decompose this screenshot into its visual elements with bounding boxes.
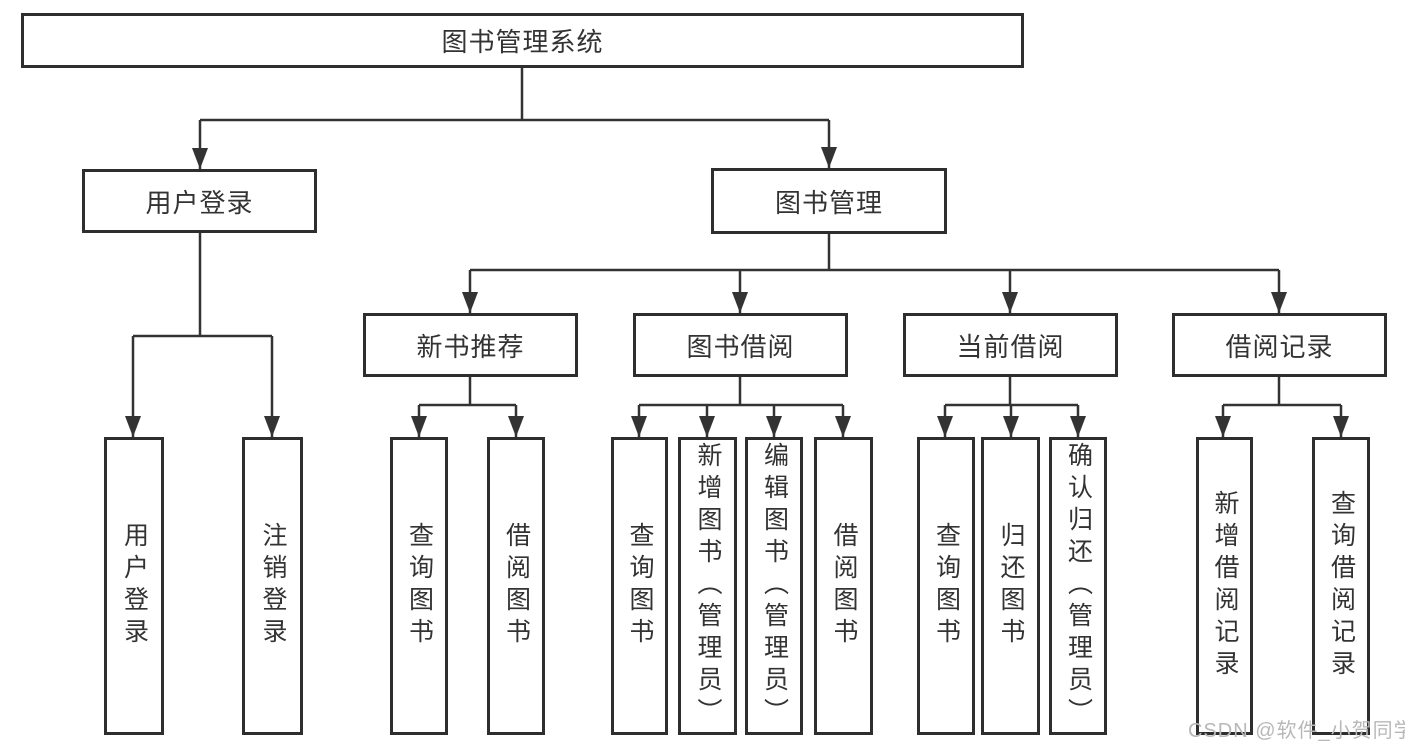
node-borrow-records-label: 借阅记录 <box>1225 331 1334 362</box>
leaf-return-book-label: 归还图书 <box>997 522 1025 650</box>
leaf-query-book-recommend-label: 查询图书 <box>405 522 434 650</box>
leaf-borrow-book-recommend: 借阅图书 <box>487 437 545 735</box>
leaf-borrow-book-label: 借阅图书 <box>830 522 858 650</box>
leaf-confirm-return-admin: 确认归还（管理员） <box>1049 437 1107 735</box>
node-user-login-label: 用户登录 <box>145 187 254 218</box>
node-current-borrow-label: 当前借阅 <box>956 331 1065 362</box>
leaf-user-login-label: 用户登录 <box>120 522 149 650</box>
leaf-add-borrow-record: 新增借阅记录 <box>1196 437 1253 735</box>
node-book-borrow-label: 图书借阅 <box>686 331 795 362</box>
leaf-confirm-return-admin-label: 确认归还（管理员） <box>1064 442 1093 730</box>
leaf-query-borrow-record-label: 查询借阅记录 <box>1327 490 1356 682</box>
csdn-watermark: CSDN @软件_小贺同学 <box>1188 720 1405 742</box>
leaf-logout-label: 注销登录 <box>259 522 287 650</box>
leaf-query-book-current-label: 查询图书 <box>932 522 961 650</box>
leaf-add-book-admin: 新增图书（管理员） <box>678 437 737 735</box>
node-book-borrow: 图书借阅 <box>633 313 848 377</box>
leaf-query-borrow-record: 查询借阅记录 <box>1312 437 1370 735</box>
node-book-management: 图书管理 <box>711 168 947 234</box>
leaf-logout: 注销登录 <box>242 437 303 735</box>
node-root: 图书管理系统 <box>21 13 1024 68</box>
leaf-edit-book-admin: 编辑图书（管理员） <box>745 437 803 735</box>
node-borrow-records: 借阅记录 <box>1172 313 1387 377</box>
leaf-add-borrow-record-label: 新增借阅记录 <box>1211 490 1239 682</box>
node-root-label: 图书管理系统 <box>441 27 604 57</box>
leaf-query-book-borrow-label: 查询图书 <box>626 522 654 650</box>
node-book-management-label: 图书管理 <box>774 187 883 218</box>
connector-arrows <box>125 120 1349 437</box>
leaf-add-book-admin-label: 新增图书（管理员） <box>694 442 722 730</box>
leaf-borrow-book: 借阅图书 <box>814 437 873 735</box>
leaf-borrow-book-recommend-label: 借阅图书 <box>502 522 531 650</box>
node-new-book-recommend: 新书推荐 <box>363 313 578 377</box>
node-new-book-recommend-label: 新书推荐 <box>416 331 525 362</box>
node-current-borrow: 当前借阅 <box>903 313 1118 377</box>
node-user-login: 用户登录 <box>82 169 317 233</box>
leaf-query-book-current: 查询图书 <box>917 437 975 735</box>
connector-path <box>133 68 1341 407</box>
leaf-user-login: 用户登录 <box>104 437 164 735</box>
leaf-query-book-borrow: 查询图书 <box>611 437 668 735</box>
leaf-query-book-recommend: 查询图书 <box>390 437 448 735</box>
leaf-edit-book-admin-label: 编辑图书（管理员） <box>760 442 789 730</box>
leaf-return-book: 归还图书 <box>981 437 1040 735</box>
